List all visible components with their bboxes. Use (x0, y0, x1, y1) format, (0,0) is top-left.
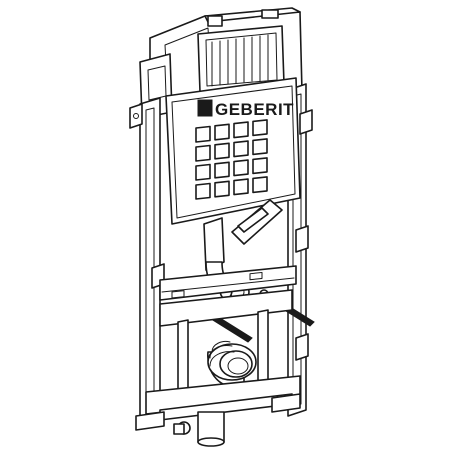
frame-base (135, 375, 301, 447)
geberit-logo: GEBERIT (197, 99, 294, 119)
panel-grid-square (195, 144, 211, 162)
panel-grid-square (195, 182, 211, 200)
panel-grid-square (252, 157, 268, 175)
panel-grid-square (195, 125, 211, 143)
panel-grid-square (214, 180, 230, 198)
panel-grid-square (214, 123, 230, 141)
waste-outlet (207, 341, 257, 388)
panel-grid-square (252, 176, 268, 194)
panel-grid-square (214, 161, 230, 179)
panel-grid-square (214, 142, 230, 160)
panel-grid-square (233, 159, 249, 177)
panel-grid-square (252, 138, 268, 156)
panel-grid-square (195, 163, 211, 181)
geberit-logo-mark (197, 99, 213, 117)
panel-grid-square (233, 178, 249, 196)
panel-grid-square (252, 119, 268, 137)
panel-grid-square (233, 140, 249, 158)
brand-name: GEBERIT (215, 100, 294, 119)
panel-grid-square (233, 121, 249, 139)
panel-grid (195, 119, 268, 200)
